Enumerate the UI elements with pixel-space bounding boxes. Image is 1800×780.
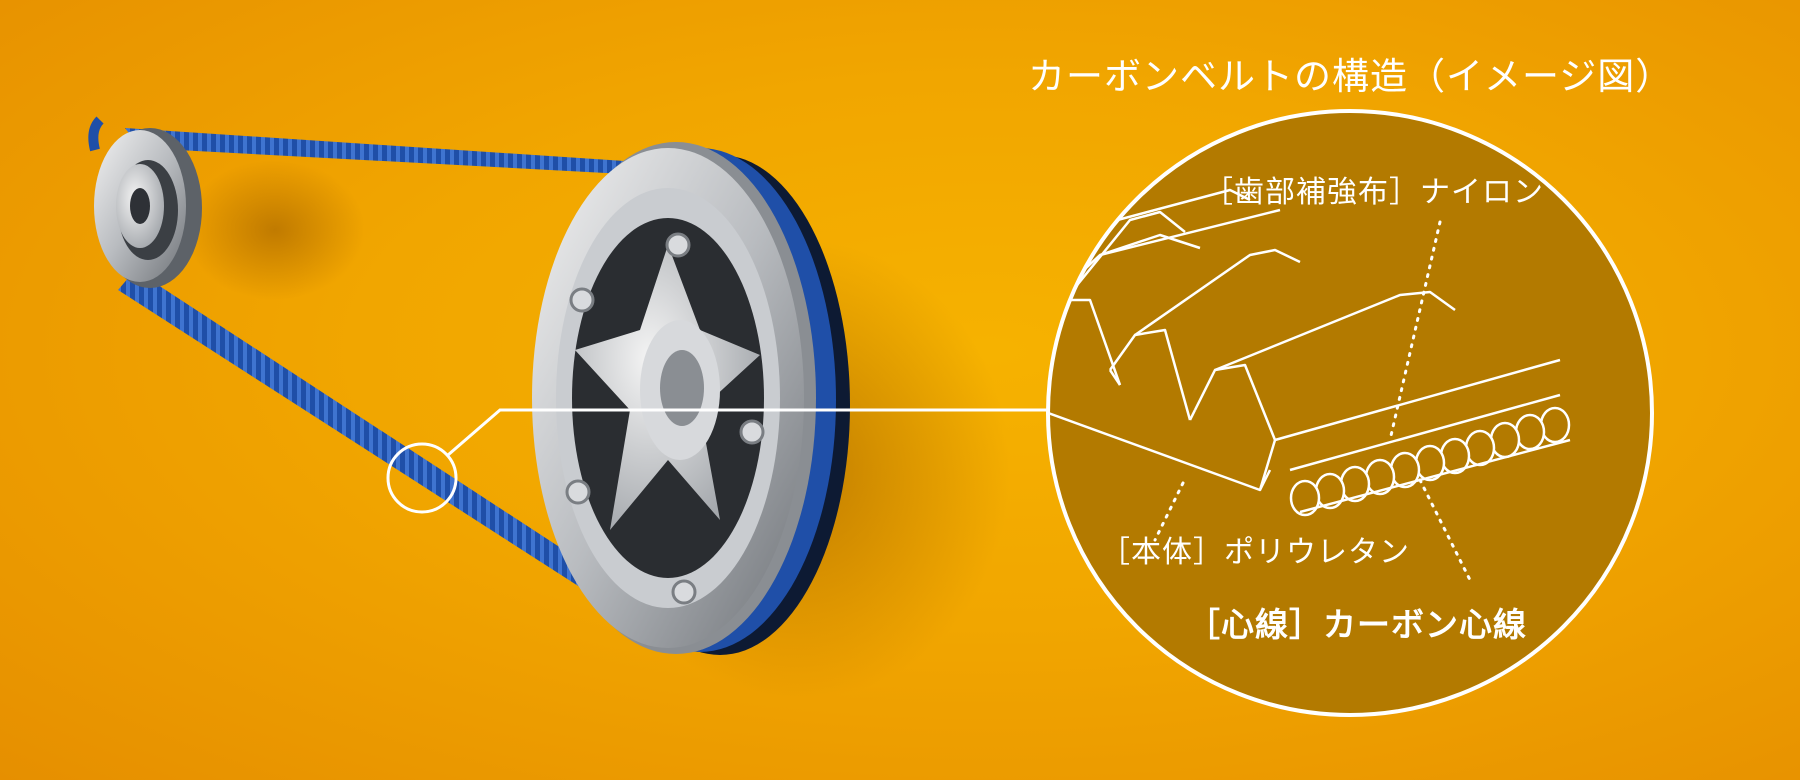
small-pulley-shadow bbox=[185, 160, 365, 300]
leader-lines bbox=[1153, 220, 1472, 582]
diagram-title: カーボンベルトの構造（イメージ図） bbox=[1028, 55, 1674, 98]
teeth-fabric-label: ［歯部補強布］ナイロン bbox=[1203, 175, 1544, 210]
drive-belt bbox=[88, 116, 700, 600]
callout-marker-circle bbox=[386, 442, 458, 514]
core-cord-label: ［心線］カーボン心線 bbox=[1187, 605, 1527, 644]
callout-line bbox=[447, 408, 1050, 457]
carbon-cords bbox=[1289, 406, 1571, 517]
magnifier-lens bbox=[1046, 109, 1654, 717]
belt-body-label: ［本体］ポリウレタン bbox=[1100, 535, 1410, 570]
small-pulley bbox=[94, 128, 202, 288]
large-pulley bbox=[532, 142, 850, 655]
